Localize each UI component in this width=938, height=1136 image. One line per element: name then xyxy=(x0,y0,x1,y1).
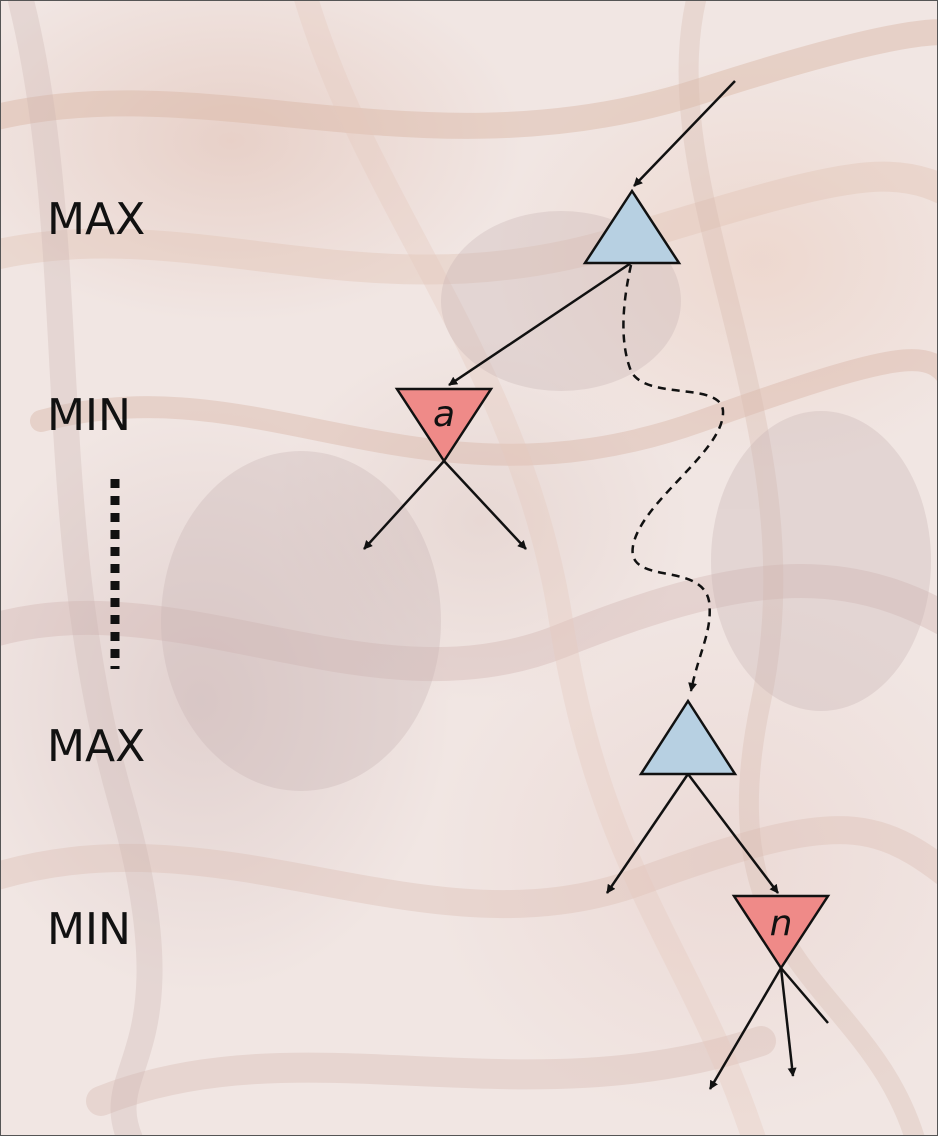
level-label-min-1: MIN xyxy=(47,390,131,441)
edge-root-to-deep-max-dashed xyxy=(622,264,725,692)
edge-n-left-child xyxy=(708,967,783,1090)
min-node-a xyxy=(394,387,494,464)
level-label-max-2: MAX xyxy=(47,721,145,772)
max-node-root xyxy=(582,188,682,265)
edge-a-left-child xyxy=(363,460,445,550)
edge-a-right-child xyxy=(443,460,527,550)
edge-root-to-a xyxy=(448,261,632,387)
edge-deep-max-left-child xyxy=(605,773,690,894)
level-label-min-2: MIN xyxy=(47,904,131,955)
edge-deep-max-to-n xyxy=(687,773,779,894)
edge-incoming-root xyxy=(633,80,736,187)
max-node-deep xyxy=(638,698,738,776)
min-node-a-label: a xyxy=(433,394,455,435)
min-node-n-label: n xyxy=(770,903,793,944)
level-label-max-1: MAX xyxy=(47,194,145,245)
min-node-n xyxy=(731,894,831,971)
edge-n-right-child xyxy=(780,967,829,1024)
edge-n-middle-child xyxy=(779,967,797,1077)
